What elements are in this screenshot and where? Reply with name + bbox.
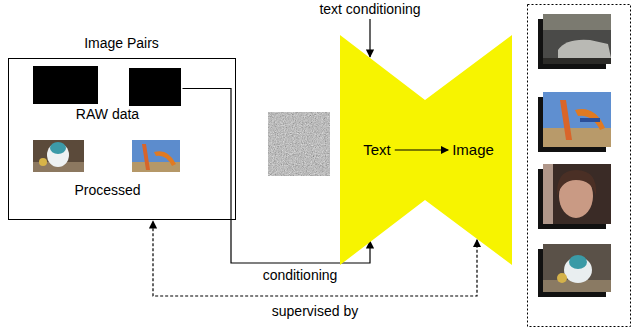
inner-arrow (395, 149, 448, 150)
supervision-arrow (153, 221, 477, 296)
output-image (538, 244, 611, 297)
image-pairs-box: Image PairsRAW dataProcessed (8, 58, 236, 220)
output-image (538, 92, 611, 152)
output-image (538, 164, 611, 229)
group-heading: Image Pairs (84, 35, 159, 51)
edge-label: supervised by (270, 303, 360, 319)
node-text: RAW data (76, 106, 139, 122)
output-panel (528, 5, 631, 327)
text-to-image-model: Text Image (340, 35, 512, 265)
output-image (538, 14, 611, 69)
edge-label: conditioning (261, 267, 340, 283)
leader-arrow (369, 19, 370, 57)
node-text: Text (363, 142, 391, 158)
node-text: Image (452, 142, 494, 158)
annotation-label: text conditioning (317, 1, 422, 17)
node-text: Processed (74, 182, 140, 198)
noise-image (268, 112, 330, 176)
